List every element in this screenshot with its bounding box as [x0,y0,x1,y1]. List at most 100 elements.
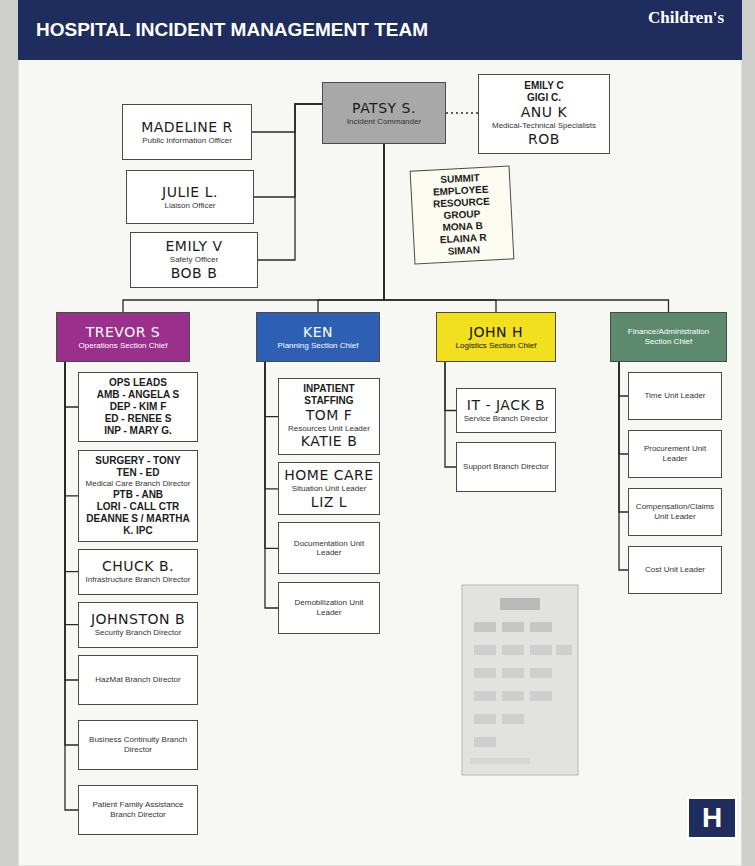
sticky-note: SUMMIT EMPLOYEE RESOURCE GROUPMONA BELAI… [410,165,515,264]
role-title: Service Branch Director [464,414,548,424]
chart-title: HOSPITAL INCIDENT MANAGEMENT TEAM [36,19,428,41]
handwritten-name: IT - JACK B [467,397,545,414]
handwritten-name: ANU K [521,104,567,121]
org-connector [123,144,384,312]
org-connector [265,362,278,548]
org-connector [619,362,628,454]
role-title: Infrastructure Branch Director [86,575,191,585]
printout-box [474,737,496,747]
unit-box: Demobilization Unit Leader [278,582,380,634]
printout-box [530,691,552,701]
branch-box: Support Branch Director [456,442,556,492]
org-connector [254,104,322,197]
role-title: Situation Unit Leader [292,484,367,494]
section-chief-box: TREVOR SOperations Section Chief [56,312,190,362]
handwritten-name: JOHN H [469,324,523,341]
org-connector [446,112,478,113]
handwritten-note: GIGI C. [527,92,561,104]
org-connector [65,362,78,407]
handwritten-name: HOME CARE [284,467,373,484]
org-connector [265,362,278,489]
org-connector [265,362,278,417]
handwritten-note: TEN - ED [117,467,160,479]
handwritten-note: SIMAN [447,244,480,258]
commander-box: PATSY S.Incident Commander [322,82,446,144]
role-title: Safety Officer [170,255,218,265]
unit-box: INPATIENT STAFFINGTOM FResources Unit Le… [278,378,380,455]
unit-box: Compensation/Claims Unit Leader [628,488,722,536]
logo-mark: H [688,798,736,838]
unit-box: Time Unit Leader [628,372,722,420]
handwritten-name: JULIE L. [162,184,218,201]
handwritten-name: LIZ L [311,494,347,511]
handwritten-name: MADELINE R [141,119,233,136]
org-connector [619,362,628,396]
handwritten-note: AMB - ANGELA S [97,389,180,401]
role-title: Operations Section Chief [79,341,168,351]
handwritten-note: OPS LEADS [109,377,167,389]
branch-box: Business Continuity Branch Director [78,720,198,770]
org-connector [619,362,628,570]
printout-box [502,622,524,632]
handwritten-name: TOM F [306,407,353,424]
handwritten-name: EMILY V [165,238,222,255]
officer-box: EMILY VSafety OfficerBOB B [130,232,258,288]
section-chief-box: Finance/Administration Section Chief [610,312,727,362]
handwritten-note: SUMMIT EMPLOYEE RESOURCE GROUP [416,171,506,224]
handwritten-note: LORI - CALL CTR [97,501,180,513]
handwritten-name: JOHNSTON B [91,611,185,628]
handwritten-note: ELAINA R [440,232,487,246]
section-chief-box: KENPlanning Section Chief [256,312,380,362]
org-connector [619,362,628,512]
officer-box: MADELINE RPublic Information Officer [122,104,252,160]
handwritten-name: KEN [303,324,333,341]
printout-box [502,645,524,655]
printout-box [474,691,496,701]
role-title: Cost Unit Leader [645,565,705,575]
printout-box [556,645,572,655]
printout-box [502,691,524,701]
role-title: HazMat Branch Director [95,675,180,685]
org-connector [252,104,322,132]
org-connector [318,144,384,312]
logo-square [688,798,736,838]
org-connector [445,362,456,411]
printout-box [474,645,496,655]
role-title: Resources Unit Leader [288,424,370,434]
org-connector [65,362,78,680]
unit-box: Documentation Unit Leader [278,522,380,574]
role-title: Medical-Technical Specialists [492,121,596,131]
printout-footer [470,758,530,764]
org-connector [384,144,669,312]
org-connector [65,362,78,810]
unit-box: HOME CARESituation Unit LeaderLIZ L [278,462,380,515]
printout-box [474,668,496,678]
handwritten-name: TREVOR S [86,324,161,341]
pasted-printout [462,585,578,775]
role-title: Time Unit Leader [644,391,705,401]
printout-box [530,645,552,655]
org-connector [65,362,78,625]
role-title: Patient Family Assistance Branch Directo… [84,800,192,819]
org-connector [65,362,78,745]
branch-box: JOHNSTON BSecurity Branch Director [78,602,198,648]
printout-box [502,714,524,724]
role-title: Liaison Officer [165,201,216,211]
branch-box: OPS LEADSAMB - ANGELA SDEP - KIM FED - R… [78,372,198,442]
role-title: Medical Care Branch Director [86,479,191,489]
printout-box [530,622,552,632]
officer-box: JULIE L.Liaison Officer [126,170,254,224]
role-title: Compensation/Claims Unit Leader [634,502,716,521]
branch-box: IT - JACK BService Branch Director [456,388,556,433]
handwritten-name: CHUCK B. [102,558,174,575]
role-title: Business Continuity Branch Director [84,735,192,754]
role-title: Demobilization Unit Leader [284,598,374,617]
unit-box: Procurement Unit Leader [628,430,722,478]
role-title: Support Branch Director [463,462,549,472]
printout-box [500,598,540,610]
printout-sheet [462,585,578,775]
role-title: Security Branch Director [95,628,182,638]
org-connector [65,362,78,496]
handwritten-name: KATIE B [301,433,358,450]
